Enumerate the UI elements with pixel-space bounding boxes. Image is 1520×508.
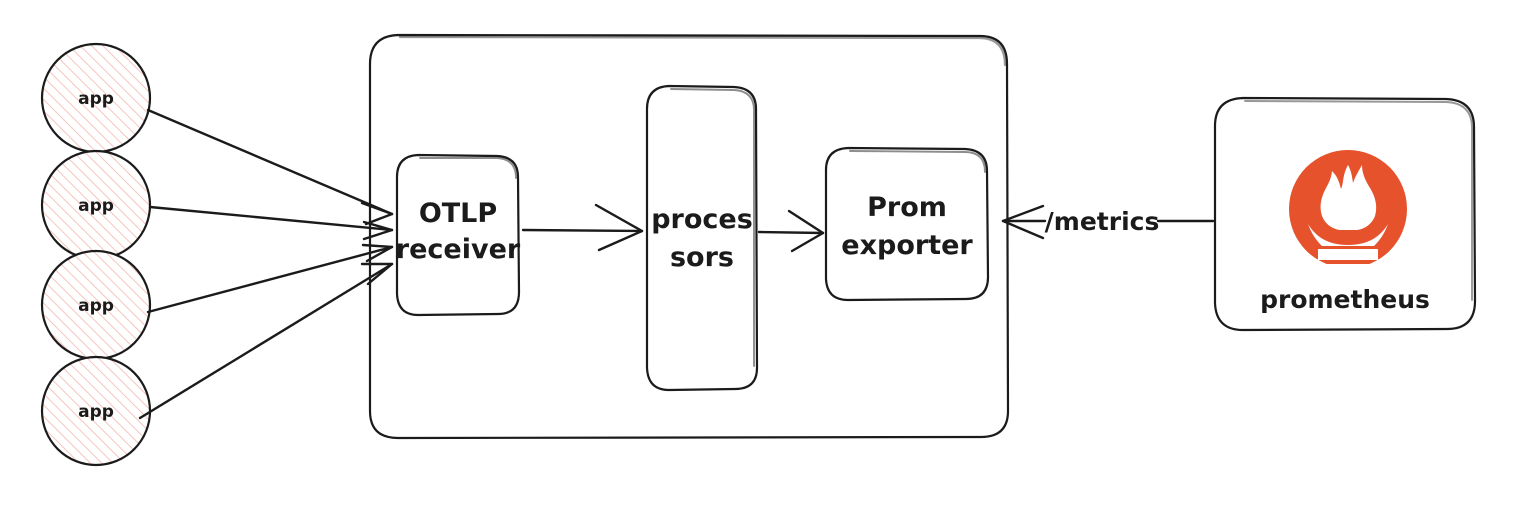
prometheus-node[interactable]: prometheus bbox=[1213, 96, 1477, 332]
app-node[interactable]: app bbox=[40, 149, 152, 261]
edge-receiver-to-processors bbox=[521, 203, 644, 252]
app-node[interactable]: app bbox=[40, 355, 152, 467]
app-node[interactable]: app bbox=[40, 42, 152, 154]
otlp-receiver-node[interactable]: OTLP receiver bbox=[396, 153, 521, 317]
edge-apps-to-receiver bbox=[138, 108, 394, 420]
prom-exporter-label-line2: exporter bbox=[841, 230, 973, 261]
app-node-label: app bbox=[78, 402, 114, 422]
app-node-label: app bbox=[78, 89, 114, 109]
app-sources-group: app app app app bbox=[40, 42, 152, 467]
app-node-label: app bbox=[78, 196, 114, 216]
processors-node[interactable]: proces sors bbox=[645, 84, 759, 392]
prometheus-label: prometheus bbox=[1260, 285, 1430, 314]
app-node-label: app bbox=[78, 296, 114, 316]
edge-processors-to-exporter bbox=[757, 209, 825, 253]
processors-label-line2: sors bbox=[670, 242, 734, 273]
otlp-receiver-label-line2: receiver bbox=[396, 234, 521, 265]
prom-exporter-node[interactable]: Prom exporter bbox=[824, 146, 990, 302]
edge-prometheus-scrape: /metrics bbox=[1001, 204, 1215, 240]
processors-label-line1: proces bbox=[651, 204, 753, 235]
prometheus-torch-logo bbox=[1289, 150, 1407, 297]
app-node[interactable]: app bbox=[40, 249, 152, 361]
prom-exporter-label-line1: Prom bbox=[867, 192, 947, 223]
metrics-edge-label: /metrics bbox=[1045, 207, 1160, 236]
collector-container bbox=[368, 33, 1010, 440]
otlp-receiver-label-line1: OTLP bbox=[419, 198, 497, 229]
